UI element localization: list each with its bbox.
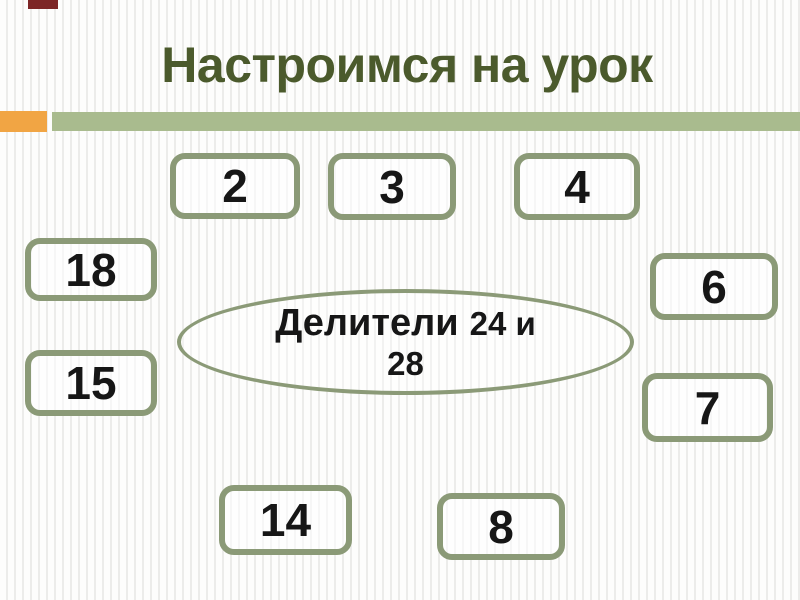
number-tile-14[interactable]: 14 bbox=[219, 485, 352, 555]
number-tile-label: 2 bbox=[222, 160, 248, 212]
number-tile-15[interactable]: 15 bbox=[25, 350, 157, 416]
number-tile-label: 14 bbox=[259, 494, 312, 546]
number-tile-7[interactable]: 7 bbox=[642, 373, 773, 442]
number-tile-label: 18 bbox=[65, 243, 117, 296]
number-tile-8[interactable]: 8 bbox=[437, 493, 565, 560]
number-tile-label: 8 bbox=[488, 500, 514, 553]
number-tile-label: 3 bbox=[379, 160, 405, 213]
number-tile-2[interactable]: 2 bbox=[170, 153, 300, 219]
divisors-numbers: 24 и bbox=[469, 304, 536, 342]
accent-bar-green bbox=[52, 112, 800, 131]
number-tile-3[interactable]: 3 bbox=[328, 153, 456, 220]
number-tile-label: 6 bbox=[701, 260, 727, 313]
divisors-ellipse-line1: Делители 24 и bbox=[275, 302, 536, 345]
number-tile-4[interactable]: 4 bbox=[514, 153, 640, 220]
number-tile-label: 7 bbox=[694, 381, 721, 434]
divisors-ellipse-line2: 28 bbox=[387, 344, 424, 382]
number-tile-label: 4 bbox=[564, 160, 590, 213]
divisors-word: Делители bbox=[275, 301, 459, 344]
divisors-ellipse: Делители 24 и 28 bbox=[177, 289, 634, 395]
slide-title: Настроимся на урок bbox=[161, 37, 653, 93]
number-tile-18[interactable]: 18 bbox=[25, 238, 157, 301]
accent-bar-orange bbox=[0, 111, 47, 132]
number-tile-label: 15 bbox=[65, 357, 117, 409]
corner-maroon-ornament bbox=[28, 0, 58, 9]
number-tile-6[interactable]: 6 bbox=[650, 253, 778, 320]
